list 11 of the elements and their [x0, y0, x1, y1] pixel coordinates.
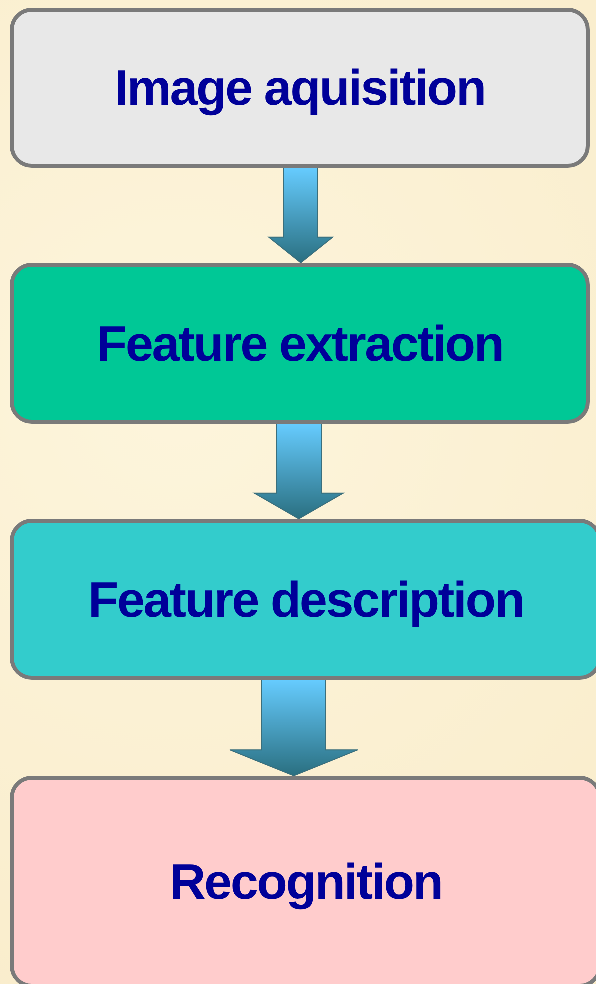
block-arrow: [230, 680, 358, 777]
block-arrow: [268, 168, 334, 264]
step-label: Feature description: [88, 570, 524, 628]
process-box: [10, 519, 596, 680]
process-box: [10, 8, 590, 168]
step-label: Recognition: [170, 853, 442, 911]
process-box: [10, 776, 596, 984]
block-arrow: [252, 424, 346, 520]
step-label: Image aquisition: [114, 59, 486, 117]
step-label: Feature extraction: [96, 314, 504, 372]
process-box: [10, 263, 590, 424]
